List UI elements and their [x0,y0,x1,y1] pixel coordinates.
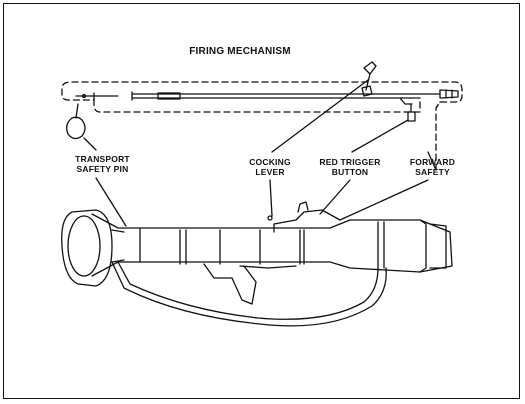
red-trigger-button-detail [407,103,416,122]
label-red-trigger-button: RED TRIGGER BUTTON [319,157,381,177]
leader-cocking [271,79,369,153]
diagram-title: FIRING MECHANISM [189,46,291,57]
launcher-body [61,201,453,327]
label-forward-safety: FORWARD SAFETY [409,157,456,177]
mechanism-dashed-outline [61,81,463,171]
transport-safety-pin-ring [66,103,86,140]
leader-forward [427,151,437,171]
leader-transport [83,137,97,151]
label-transport-safety-pin: TRANSPORT SAFETY PIN [75,154,130,174]
leader-trigger [351,119,409,153]
diagram-frame [3,3,520,399]
label-cocking-lever: COCKING LEVER [249,157,291,177]
firing-mechanism-rod [75,89,459,105]
cocking-lever-detail [361,61,377,97]
